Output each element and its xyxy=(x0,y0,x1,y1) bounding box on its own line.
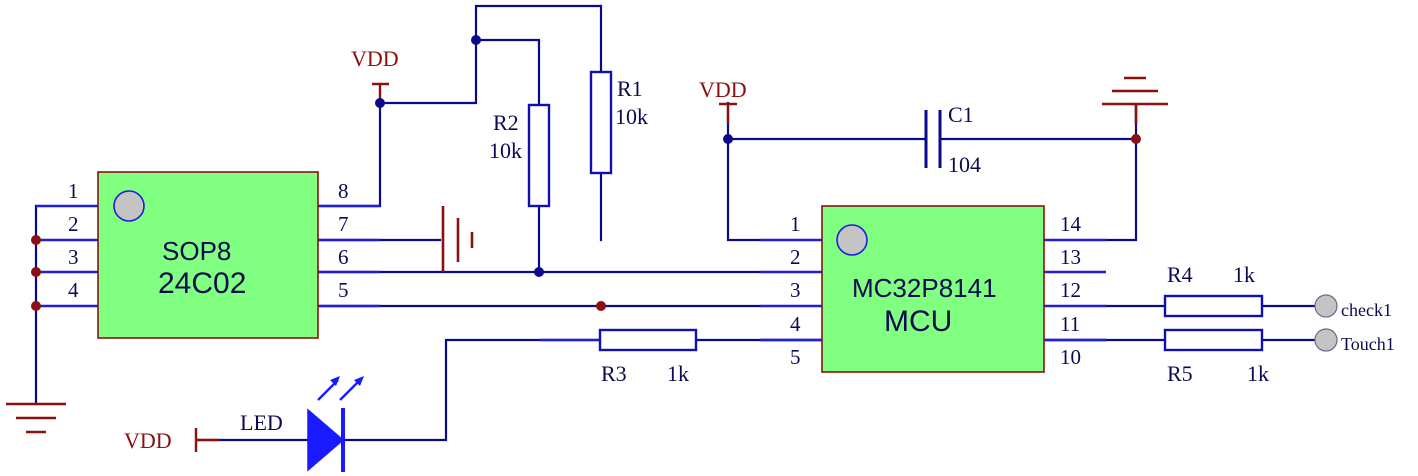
mcu-pin-number: 5 xyxy=(790,345,801,369)
mcu-pins xyxy=(760,238,1106,342)
mcu-pin-number: 11 xyxy=(1060,312,1080,336)
port-touch1-label: Touch1 xyxy=(1341,334,1395,354)
r3-value-label: 1k xyxy=(667,361,689,386)
led-arrowhead-2 xyxy=(354,376,364,386)
r3-body xyxy=(598,328,698,352)
port-terminal xyxy=(1314,294,1338,318)
vdd-label: VDD xyxy=(124,428,172,453)
junction-dot xyxy=(31,235,41,245)
eeprom-pin-number: 3 xyxy=(68,245,79,269)
r5-value-label: 1k xyxy=(1247,361,1269,386)
port-terminal xyxy=(1314,328,1338,352)
vdd-label: VDD xyxy=(351,46,399,71)
eeprom-pin-number: 7 xyxy=(338,212,349,236)
mcu-pin-number: 10 xyxy=(1060,345,1081,369)
c1-ref-label: C1 xyxy=(948,102,974,127)
eeprom-pin-number: 1 xyxy=(68,179,79,203)
mcu-type-label: MCU xyxy=(884,305,952,338)
vdd-symbol-led: VDD xyxy=(124,428,220,453)
junction-dot xyxy=(596,301,606,311)
mcu-vdd-wire xyxy=(726,101,762,242)
r4-body xyxy=(1163,294,1264,318)
eeprom-pin-number: 6 xyxy=(338,245,349,269)
port-touch1: Touch1 xyxy=(1314,328,1395,354)
c1-value-label: 104 xyxy=(948,152,981,177)
capacitor-c1: C1 104 xyxy=(924,102,981,177)
mcu-pin-number: 14 xyxy=(1060,212,1082,236)
ground-symbol-eeprom-left xyxy=(6,402,66,434)
eeprom-pin-number: 5 xyxy=(338,278,349,302)
eeprom-pin-number: 4 xyxy=(68,278,79,302)
port-check1-label: check1 xyxy=(1341,300,1392,320)
eeprom-pin1-marker xyxy=(113,190,145,222)
led-r3-wire xyxy=(341,338,602,442)
eeprom-vdd-wire xyxy=(316,101,382,208)
eeprom-pins xyxy=(36,204,380,308)
led-ref-label: LED xyxy=(240,410,283,435)
mcu-pin-number: 1 xyxy=(790,212,801,236)
vdd-symbol-eeprom: VDD xyxy=(351,46,399,103)
vdd-symbol-mcu: VDD xyxy=(699,77,747,124)
r1-body xyxy=(589,70,613,175)
mcu-pin-number: 2 xyxy=(790,245,801,269)
mcu-pin-number: 13 xyxy=(1060,245,1081,269)
ground-symbol-mcu xyxy=(1102,76,1168,124)
r2-ref-label: R2 xyxy=(493,110,519,135)
r5-ref-label: R5 xyxy=(1167,361,1193,386)
r4-value-label: 1k xyxy=(1233,262,1255,287)
r4-ref-label: R4 xyxy=(1167,262,1193,287)
eeprom-package-label: SOP8 xyxy=(162,236,231,266)
junction-dot xyxy=(471,35,481,45)
mcu-gnd-wire xyxy=(1104,103,1138,242)
junction-dot xyxy=(31,267,41,277)
r2-value-label: 10k xyxy=(489,138,522,163)
mcu-pin-number: 3 xyxy=(790,278,801,302)
junction-dot xyxy=(375,98,385,108)
led-emission-arrow-2 xyxy=(339,379,361,401)
resistor-r3: R3 1k xyxy=(540,328,698,386)
junction-dot xyxy=(1131,134,1141,144)
mcu-pin1-marker xyxy=(836,224,868,256)
pullup-vdd-wire xyxy=(378,4,603,105)
junction-dot xyxy=(31,301,41,311)
junction-dot xyxy=(534,267,544,277)
mcu-pin-number: 12 xyxy=(1060,278,1081,302)
eeprom-chip: SOP8 24C02 1 2 3 4 8 7 6 5 xyxy=(36,171,380,339)
led-arrowhead-1 xyxy=(330,376,340,386)
resistor-r5: R5 1k xyxy=(1163,328,1269,386)
ground-symbol-eeprom-pin7 xyxy=(441,206,474,272)
resistor-r2: R2 10k xyxy=(489,103,551,208)
r2-body xyxy=(527,103,551,208)
resistor-r4: R4 1k xyxy=(1163,262,1264,318)
port-check1: check1 xyxy=(1314,294,1392,320)
eeprom-pin-number: 2 xyxy=(68,212,79,236)
eeprom-pin-number: 8 xyxy=(338,179,349,203)
mcu-part-label: MC32P8141 xyxy=(852,273,997,303)
r5-body xyxy=(1163,328,1264,352)
eeprom-part-label: 24C02 xyxy=(158,267,246,300)
resistor-r1: R1 10k xyxy=(589,70,648,175)
led-diode: LED xyxy=(240,376,364,472)
r3-ref-label: R3 xyxy=(601,361,627,386)
r1-ref-label: R1 xyxy=(617,76,643,101)
mcu-pin-number: 4 xyxy=(790,312,801,336)
r1-value-label: 10k xyxy=(615,104,648,129)
vdd-label: VDD xyxy=(699,77,747,102)
led-triangle xyxy=(307,408,345,472)
r2-top-wire xyxy=(474,38,541,107)
mcu-chip: MC32P8141 MCU 1 2 3 4 5 14 13 12 11 10 xyxy=(760,205,1106,373)
junction-dot xyxy=(723,134,733,144)
junctions xyxy=(31,35,1141,311)
